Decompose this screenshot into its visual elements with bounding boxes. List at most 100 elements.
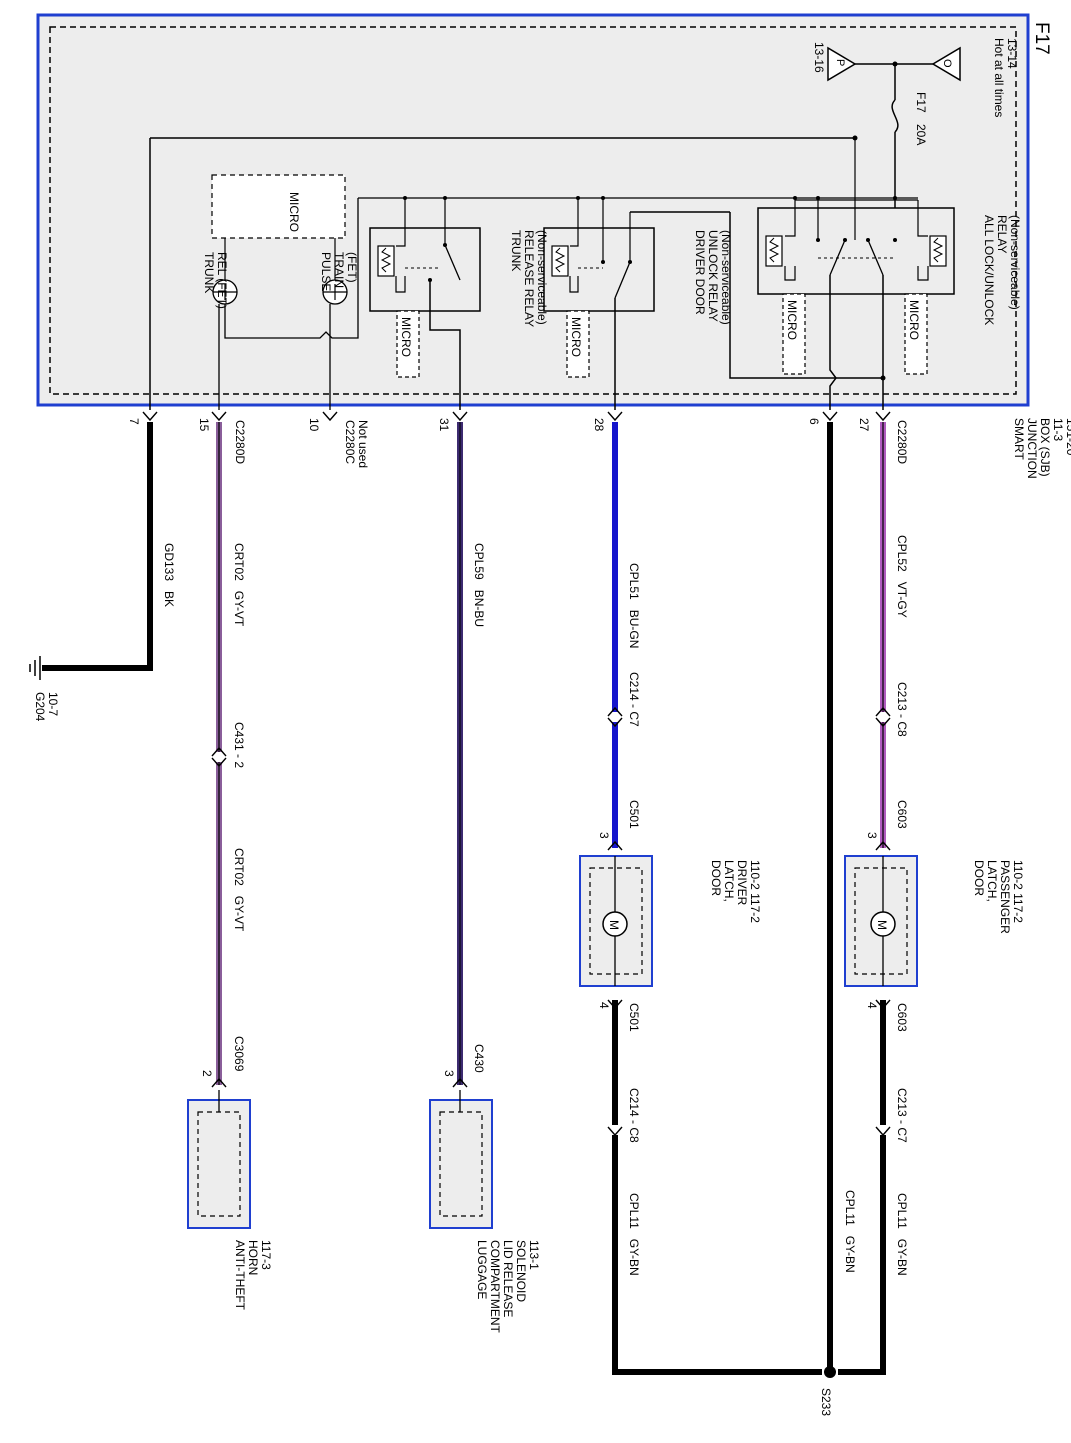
svg-text:LATCH,: LATCH, — [722, 860, 736, 902]
relay-switch-arm — [614, 261, 631, 299]
wire-cpl11-drv-lower — [612, 1135, 822, 1375]
pin-3-luggage: 3 — [442, 1070, 456, 1077]
splice-dot — [893, 196, 897, 200]
micro-label: MICRO — [399, 317, 413, 357]
fuse-f17-symbol — [891, 99, 899, 133]
svg-text:SOLENOID: SOLENOID — [514, 1240, 528, 1302]
connector-c603-top: C603 — [895, 800, 909, 829]
svg-text:F17: F17 — [914, 92, 928, 113]
hot-at-all-times-label: Hot at all times 13-14 — [992, 38, 1019, 117]
relay-wire — [570, 198, 579, 247]
micro-label: MICRO — [569, 317, 583, 357]
svg-text:13-14: 13-14 — [1005, 38, 1019, 69]
connector-c501-top: C501 — [627, 800, 641, 829]
connector-c214-c8: C214 - C8 — [627, 1088, 641, 1143]
relay-wire — [917, 200, 928, 237]
motor-letter: M — [875, 920, 889, 930]
splice-dot — [403, 196, 407, 200]
svg-text:113-1: 113-1 — [527, 1240, 541, 1270]
svg-text:DRIVER DOOR: DRIVER DOOR — [693, 230, 707, 315]
svg-text:TRUNK: TRUNK — [202, 252, 216, 293]
svg-text:110-2 117-2: 110-2 117-2 — [748, 860, 762, 923]
relay-contact — [843, 238, 847, 242]
svg-text:(Non-serviceable): (Non-serviceable) — [719, 230, 733, 325]
svg-text:(Non-serviceable): (Non-serviceable) — [1008, 215, 1022, 310]
pulse-train-fet-label: PULSE TRAIN (FET) — [319, 252, 359, 291]
p-ref-label: 13-16 — [812, 42, 826, 73]
all-lock-relay-label: ALL LOCK/UNLOCK RELAY (Non-serviceable) — [982, 215, 1022, 325]
relay-wire — [396, 198, 406, 247]
svg-text:DRIVER: DRIVER — [735, 860, 749, 906]
relay-wire — [395, 276, 406, 293]
relay-wire — [784, 266, 796, 281]
relay-switch-arm — [867, 239, 884, 276]
svg-text:(FET): (FET) — [345, 252, 359, 283]
relay-wire — [785, 200, 796, 237]
connector-c213-c7: C213 - C7 — [895, 1088, 909, 1143]
splice-dot — [601, 196, 605, 200]
svg-text:11-3: 11-3 — [1051, 418, 1065, 441]
latch-inner-dashed — [589, 867, 643, 975]
connector-c3069: C3069 — [232, 1036, 246, 1072]
svg-text:JUNCTION: JUNCTION — [1025, 418, 1039, 479]
svg-text:Not used: Not used — [356, 420, 370, 468]
svg-text:HORN: HORN — [246, 1240, 260, 1275]
svg-text:UNLOCK RELAY: UNLOCK RELAY — [706, 230, 720, 322]
splice-dot — [443, 196, 447, 200]
svg-text:PASSENGER: PASSENGER — [998, 860, 1012, 934]
svg-text:117-3: 117-3 — [259, 1240, 273, 1270]
splice-s233-label: S233 — [819, 1388, 833, 1416]
svg-text:TRUNK: TRUNK — [509, 230, 523, 271]
pin-15: 15 — [197, 418, 211, 432]
pin-3-driver: 3 — [597, 832, 611, 839]
door-latch-passenger-box — [844, 855, 918, 987]
splice-dot — [816, 196, 820, 200]
door-latch-passenger-label: DOOR LATCH, PASSENGER 110-2 117-2 — [972, 860, 1025, 934]
cross-bus-line — [729, 212, 883, 379]
connector-c214-c7: C214 - C7 — [627, 672, 641, 727]
p-symbol-letter: P — [834, 59, 846, 66]
ground-g204-label: G204 10-7 — [33, 692, 60, 722]
micro-module-box — [211, 174, 346, 239]
micro-box-right — [904, 293, 928, 375]
svg-text:ALL LOCK/UNLOCK: ALL LOCK/UNLOCK — [982, 215, 996, 325]
fet-bus-line — [224, 304, 340, 339]
svg-text:Hot at all times: Hot at all times — [992, 38, 1006, 117]
wire-label-cpl59: CPL59 BN-BU — [472, 543, 486, 627]
pin-4-driver: 4 — [597, 1002, 611, 1009]
splice-dot — [793, 196, 797, 200]
sjb-inner-dashed-border — [49, 26, 1017, 395]
page-label: F17 — [1031, 22, 1052, 55]
svg-text:151-20: 151-20 — [1064, 418, 1071, 456]
svg-text:LID RELEASE: LID RELEASE — [501, 1240, 515, 1317]
wire-label-cpl11-passenger: CPL11 GY-BN — [895, 1193, 909, 1276]
svg-text:TRAIN: TRAIN — [332, 252, 346, 288]
pin-7: 7 — [127, 418, 141, 425]
svg-text:DOOR: DOOR — [709, 860, 723, 896]
svg-text:SMART: SMART — [1012, 418, 1026, 460]
pin-6: 6 — [807, 418, 821, 425]
all-lock-relay-box — [757, 207, 955, 295]
wire-label-crt02-upper: CRT02 GY-VT — [232, 543, 246, 627]
coil-zigzag — [380, 247, 392, 273]
connector-c2280d-a: C2280D — [895, 420, 909, 464]
anti-theft-horn-box — [187, 1099, 251, 1229]
pin-27: 27 — [857, 418, 871, 432]
pin-31: 31 — [437, 418, 451, 432]
svg-text:20A: 20A — [914, 124, 928, 145]
wire-label-cpl52: CPL52 VT-GY — [895, 535, 909, 618]
motor-symbol-driver — [602, 911, 628, 937]
svg-text:LUGGAGE: LUGGAGE — [475, 1240, 489, 1299]
pin-28: 28 — [592, 418, 606, 432]
svg-text:ANTI-THEFT: ANTI-THEFT — [233, 1240, 247, 1311]
connector-c603-bottom: C603 — [895, 1003, 909, 1032]
coil-zigzag — [554, 247, 566, 273]
trunk-relay-label: TRUNK RELEASE RELAY (Non-serviceable) — [509, 230, 549, 327]
relay-contact — [866, 238, 870, 242]
hot-symbol-letter: O — [941, 59, 953, 68]
svg-text:DOOR: DOOR — [972, 860, 986, 896]
svg-text:PULSE: PULSE — [319, 252, 333, 291]
driver-micro-box — [566, 310, 590, 378]
connector-c501-bottom: C501 — [627, 1003, 641, 1032]
hot-triangle-symbol — [931, 46, 961, 82]
